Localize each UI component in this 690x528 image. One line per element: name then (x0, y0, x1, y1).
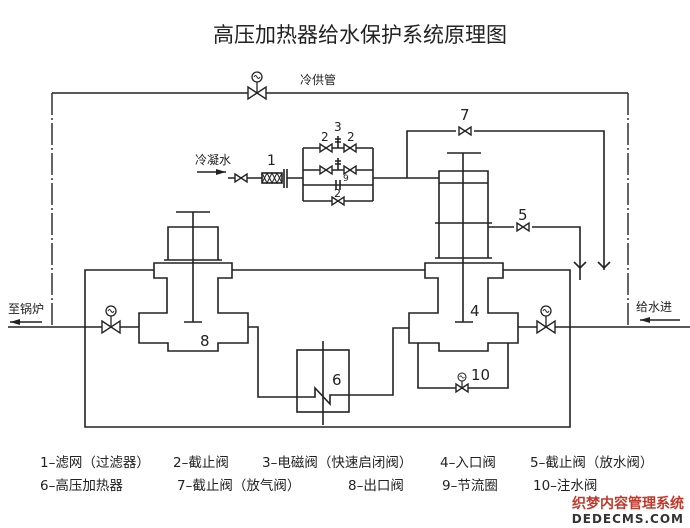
legend-item: 4–入口阀 (440, 455, 496, 471)
drain-valve-5 (516, 222, 530, 232)
filter-1 (261, 169, 288, 188)
label-8: 8 (200, 332, 210, 350)
legend-item: 8–出口阀 (348, 478, 404, 494)
diagram-title: 高压加热器给水保护系统原理图 (213, 23, 507, 47)
legend-item: 2–截止阀 (173, 455, 229, 471)
condensate-label: 冷凝水 (195, 152, 231, 167)
solenoid-valve-group (302, 136, 374, 206)
to-boiler-label: 至锅炉 (8, 301, 44, 316)
label-3: 3 (334, 120, 342, 134)
legend-item: 6–高压加热器 (40, 478, 123, 494)
inlet-valve-4 (408, 152, 519, 352)
label-5: 5 (518, 206, 528, 224)
condensate-valve (234, 173, 248, 183)
label-2b: 2 (347, 130, 355, 144)
inlet-motor-valve (536, 305, 556, 334)
label-2a: 2 (321, 130, 329, 144)
watermark-line-2: DEDECMS.COM (569, 512, 686, 526)
injection-valve-10 (455, 372, 469, 393)
cold-supply-pipe (51, 92, 629, 327)
legend-item: 5–截止阀（放水阀） (530, 455, 654, 471)
legend-item: 3–电磁阀（快速启闭阀） (262, 455, 413, 471)
vent-pipe (373, 130, 605, 270)
label-9: 9 (343, 174, 349, 184)
legend-item: 9–节流圈 (442, 478, 498, 494)
drain-funnel-icon (573, 261, 611, 270)
watermark-line-1: 织梦内容管理系统 (569, 497, 686, 512)
label-4: 4 (470, 302, 480, 320)
inlet-pipe (518, 317, 690, 328)
feedwater-in-label: 给水进 (636, 300, 672, 314)
label-6: 6 (332, 371, 342, 389)
heater-6 (248, 326, 409, 425)
label-1: 1 (267, 153, 276, 169)
outlet-valve-8 (138, 211, 249, 352)
drain-pipe (488, 226, 581, 280)
outlet-motor-valve (101, 305, 121, 334)
watermark-logo: 织梦内容管理系统 DEDECMS.COM (569, 497, 686, 526)
bypass-pipe (84, 269, 571, 428)
label-2c: 2 (334, 187, 341, 200)
label-7: 7 (460, 106, 470, 124)
outlet-pipe (8, 319, 139, 328)
label-10: 10 (471, 366, 490, 384)
legend-item: 10–注水阀 (533, 478, 598, 494)
legend-item: 1–滤网（过滤器） (40, 455, 150, 471)
cold-supply-label: 冷供管 (300, 72, 336, 87)
vent-valve-7 (458, 126, 472, 136)
cold-supply-motor-valve (247, 71, 267, 100)
legend-item: 7–截止阀（放气阀） (177, 478, 301, 494)
